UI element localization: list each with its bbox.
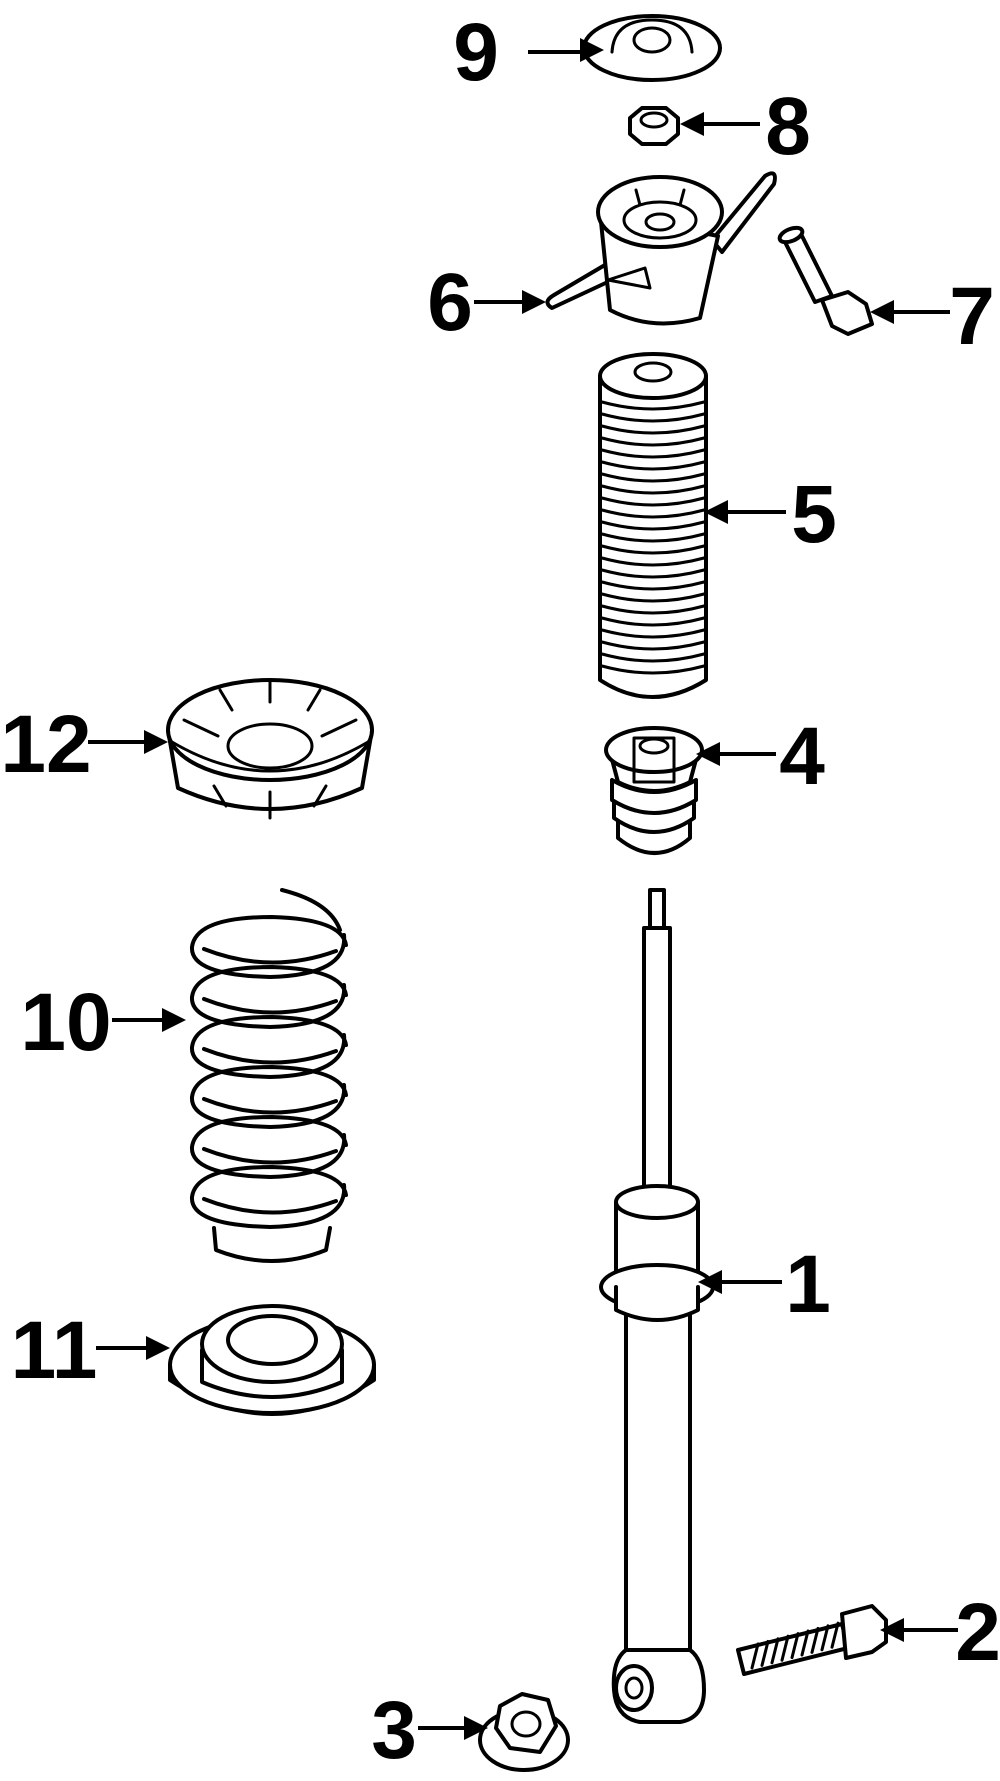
callout-9: 9 [453,7,499,98]
callout-7: 7 [949,271,995,362]
part-8-nut [628,106,680,146]
part-11-lower-spring-seat [168,1304,376,1416]
callout-12: 12 [0,699,91,790]
leader-lines [88,38,958,1740]
callout-labels: 9 8 6 7 5 4 12 10 1 11 2 3 [0,7,1000,1776]
part-7-bolt [777,225,874,336]
callout-8: 8 [765,81,811,172]
part-4-bump-stop [604,726,704,855]
part-9-mount-cap [582,14,722,82]
part-6-upper-mount [545,171,777,326]
part-12-upper-spring-seat [166,678,374,820]
part-2-lower-bolt [736,1604,888,1676]
callout-5: 5 [791,469,837,560]
callout-4: 4 [779,711,825,802]
callout-1: 1 [785,1239,831,1330]
callout-6: 6 [427,257,473,348]
callout-11: 11 [11,1305,98,1396]
callout-2: 2 [955,1587,1000,1678]
part-5-dust-boot [598,352,708,699]
callout-3: 3 [371,1685,417,1776]
callout-10: 10 [20,977,111,1068]
part-10-coil-spring [190,888,348,1263]
part-1-shock-absorber [599,888,715,1724]
part-3-flange-nut [478,1692,570,1772]
